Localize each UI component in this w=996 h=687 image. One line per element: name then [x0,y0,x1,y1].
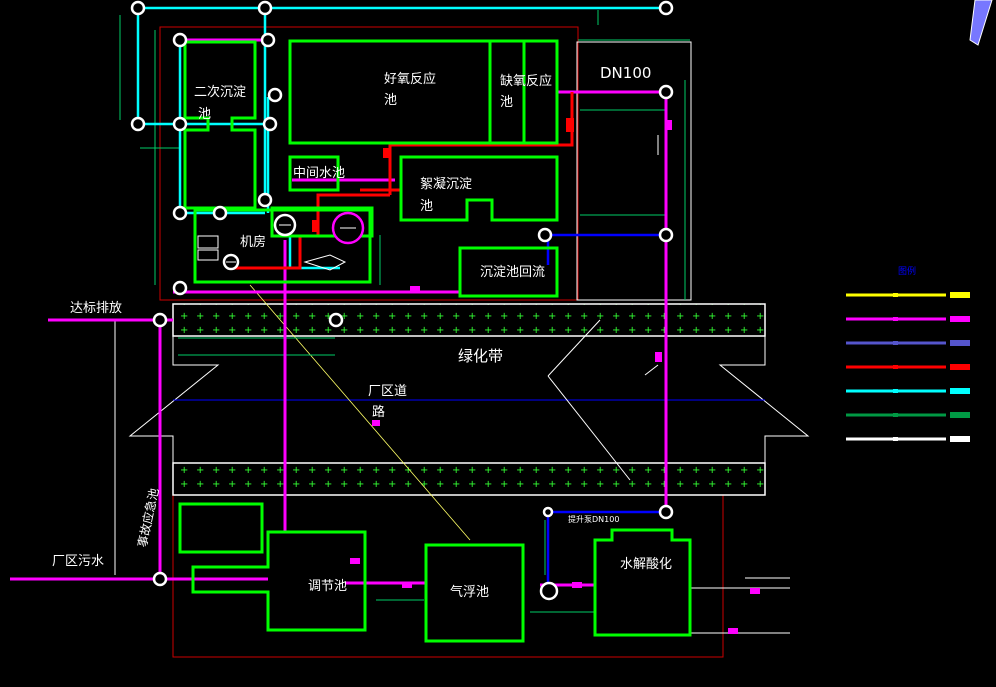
node [130,116,146,132]
node [658,227,674,243]
sludge-markers [312,118,574,232]
node [130,0,146,16]
discharge-label: 达标排放 [70,301,122,316]
leader-line-2 [547,375,631,481]
node [212,205,228,221]
node [658,0,674,16]
node [262,116,278,132]
legend-swatch [950,388,970,394]
legend-swatch [950,340,970,346]
legend-marker [893,413,898,417]
secondary-clarifier [183,40,257,210]
equalization-tank-label: 调节池 [308,579,347,594]
secondary-clarifier-label-2: 池 [198,107,211,122]
pipe-dn-label: DN100 [600,64,651,82]
sludge-return-tank [458,246,559,298]
node [152,571,168,587]
north-arrow [969,0,993,46]
legend-marker [893,389,898,393]
node [152,312,168,328]
upper-right-outline [576,41,692,301]
node [260,32,276,48]
return-pipes [545,233,666,590]
plant-road-label-2: 路 [372,404,385,420]
green-belt-label: 绿化带 [458,347,503,365]
accident-pool-box [178,502,264,554]
hydrolysis-tank-label: 水解酸化 [620,557,672,572]
accident-pool-label: 事故应急池 [134,487,161,549]
clean-water-pipes [136,6,666,270]
legend-title: 图例 [898,265,916,277]
flotation-tank [424,543,525,643]
intermediate-tank [288,155,340,192]
machine-room [193,208,372,284]
tanks [178,39,692,643]
legend-rows [846,292,970,442]
green-belt-top [172,303,766,337]
node [539,581,559,601]
pipe-markers [350,120,760,634]
coag-tank-label-2: 池 [420,199,433,214]
coag-sedimentation-tank [399,155,559,222]
node [658,84,674,100]
anoxic-tank-label-2: 池 [500,95,513,110]
sludge-return-label: 沉淀池回流 [480,265,545,280]
plant-sewage-label: 厂区污水 [52,554,104,569]
legend-swatch [950,412,970,418]
legend-marker [893,365,898,369]
misc-outlines [114,135,790,634]
anoxic-tank-label: 缺氧反应 [500,73,552,89]
node [257,0,273,16]
legend-swatch [950,316,970,322]
green-belt-bottom [172,462,766,496]
coag-tank-label: 絮凝沉淀 [420,176,472,192]
node [172,205,188,221]
upper-site-boundary [159,26,579,301]
machine-room-details [197,235,347,271]
legend: 图例 [846,265,970,442]
node [172,116,188,132]
leader-line-1 [547,319,601,377]
node [257,192,273,208]
flotation-tank-label: 气浮池 [450,584,489,600]
node [658,504,674,520]
node [537,227,553,243]
leader-line-yellow [249,284,471,541]
pump-marks [226,224,356,263]
legend-swatch [950,436,970,442]
labels: 二次沉淀 池 好氧反应 池 缺氧反应 池 中间水池 絮凝沉淀 池 机房 沉淀池回… [52,64,672,600]
lower-site-boundary [172,494,724,658]
aerobic-tank-label: 好氧反应 [384,71,436,87]
plant-road-label: 厂区道 [368,384,407,399]
legend-marker [893,437,898,441]
legend-marker [893,341,898,345]
legend-swatch [950,292,970,298]
legend-marker [893,317,898,321]
node [267,87,283,103]
small-pipe-note: 提升泵DN100 [568,514,619,524]
node [172,280,188,296]
intermediate-tank-label: 中间水池 [293,166,345,181]
aerobic-tank [288,39,492,145]
node [328,312,344,328]
legend-swatch [950,364,970,370]
hydrolysis-tank [593,528,692,637]
legend-marker [893,293,898,297]
machine-room-label: 机房 [240,234,266,250]
equalization-tank [191,530,367,632]
secondary-clarifier-label: 二次沉淀 [194,84,246,100]
node [542,506,554,518]
aerobic-tank-label-2: 池 [384,93,397,108]
node [172,32,188,48]
dimension-lines [119,10,690,613]
